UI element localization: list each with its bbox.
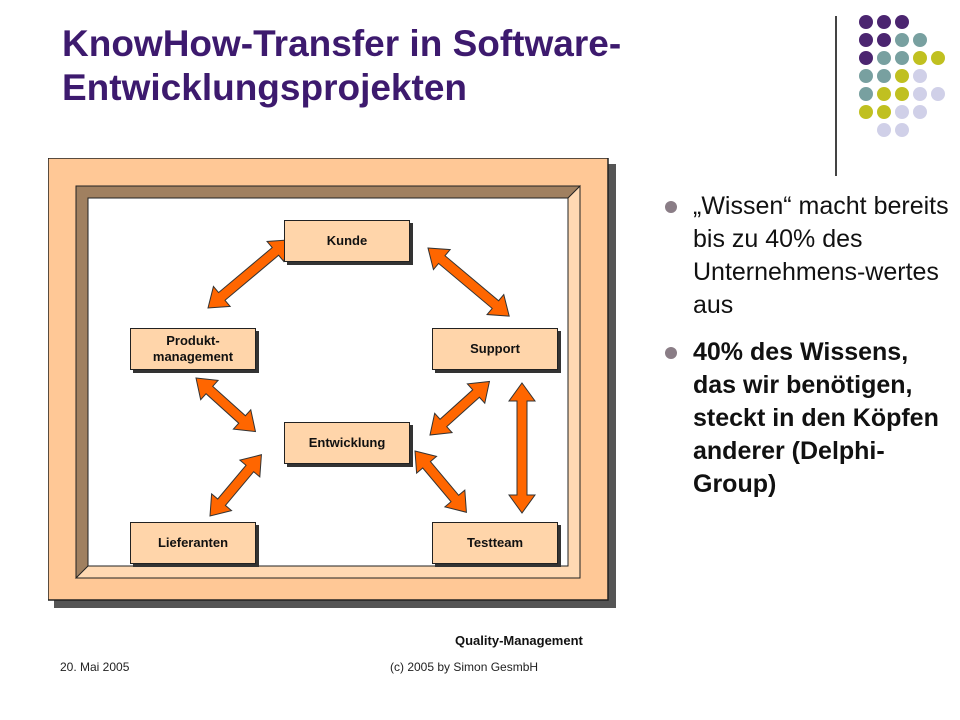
arrow-support-entwicklung xyxy=(429,380,491,436)
arrow-lieferanten-entwicklung xyxy=(209,454,262,517)
node-lieferanten-label: Lieferanten xyxy=(157,535,229,550)
arrow-testteam-entwicklung xyxy=(414,450,467,513)
bullet-list: „Wissen“ macht bereits bis zu 40% des Un… xyxy=(665,190,955,515)
footer-copyright: (c) 2005 by Simon GesmbH xyxy=(390,660,539,674)
node-produktmanagement: Produkt- management xyxy=(130,328,256,370)
arrows-group xyxy=(195,239,536,517)
dot-grid-icon xyxy=(859,15,945,137)
node-produktmanagement-label: Produkt- management xyxy=(153,333,233,365)
slide-title: KnowHow-Transfer in Software- Entwicklun… xyxy=(62,22,832,110)
arrow-support-testteam xyxy=(508,382,536,514)
slide-title-line-1: KnowHow-Transfer in Software- xyxy=(62,23,622,64)
footer-date: 20. Mai 2005 xyxy=(60,660,130,674)
diagram-caption: Quality-Management xyxy=(455,633,583,648)
node-produktmanagement-line-2: management xyxy=(152,349,234,364)
node-entwicklung: Entwicklung xyxy=(284,422,410,464)
decorative-divider xyxy=(835,16,837,176)
node-testteam-label: Testteam xyxy=(466,535,524,550)
arrow-kunde-support xyxy=(427,247,510,317)
node-kunde-label: Kunde xyxy=(326,233,368,248)
bullet-dot-icon xyxy=(665,347,677,359)
bullet-item-1: „Wissen“ macht bereits bis zu 40% des Un… xyxy=(665,190,955,322)
bullet-item-1-text: „Wissen“ macht bereits bis zu 40% des Un… xyxy=(693,192,949,319)
node-support-label: Support xyxy=(470,341,520,356)
bullet-dot-icon xyxy=(665,201,677,213)
node-entwicklung-label: Entwicklung xyxy=(308,435,386,450)
arrow-produkt-entwicklung xyxy=(195,377,257,433)
bullet-item-2-text: 40% des Wissens, das wir benötigen, stec… xyxy=(693,338,939,498)
node-support: Support xyxy=(432,328,558,370)
decorative-dot-grid xyxy=(859,15,945,137)
node-kunde: Kunde xyxy=(284,220,410,262)
node-lieferanten: Lieferanten xyxy=(130,522,256,564)
knowledge-flow-diagram: Kunde Produkt- management Support Entwic… xyxy=(48,158,616,608)
node-testteam: Testteam xyxy=(432,522,558,564)
bullet-item-2: 40% des Wissens, das wir benötigen, stec… xyxy=(665,336,955,501)
node-produktmanagement-line-1: Produkt- xyxy=(166,333,220,348)
slide-title-line-2: Entwicklungsprojekten xyxy=(62,67,468,108)
